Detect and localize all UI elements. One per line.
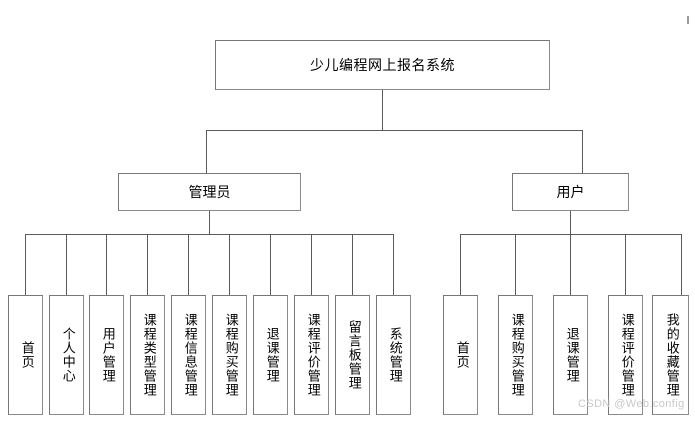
leaf-admin-1[interactable]: 个人中心 — [49, 295, 84, 415]
connector-admin-leaf-0 — [25, 234, 26, 295]
leaf-admin-3[interactable]: 课程类型管理 — [130, 295, 165, 415]
connector-user-leaf-4 — [681, 234, 682, 295]
leaf-admin-4-label: 课程信息管理 — [181, 313, 197, 397]
leaf-admin-0[interactable]: 首页 — [8, 295, 43, 415]
node-administrator-label: 管理员 — [188, 185, 231, 201]
leaf-admin-5-label: 课程购买管理 — [222, 313, 238, 397]
leaf-user-2-label: 退课管理 — [563, 327, 579, 383]
leaf-user-2[interactable]: 退课管理 — [553, 295, 588, 415]
leaf-admin-9-label: 系统管理 — [386, 327, 402, 383]
connector-admin-leaf-9 — [393, 234, 394, 295]
connector-admin-leaf-2 — [106, 234, 107, 295]
connector-level2-bus — [206, 130, 583, 131]
connector-admin-leaf-3 — [147, 234, 148, 295]
connector-user-leaf-2 — [570, 234, 571, 295]
connector-user-stem — [570, 211, 571, 234]
leaf-admin-2-label: 用户管理 — [99, 327, 115, 383]
corner-mark — [687, 16, 689, 24]
leaf-user-3-label: 课程评价管理 — [618, 313, 634, 397]
leaf-user-1[interactable]: 课程购买管理 — [498, 295, 533, 415]
connector-admin-stem — [209, 211, 210, 234]
connector-admin-leaf-4 — [188, 234, 189, 295]
leaf-user-4[interactable]: 我的收藏管理 — [652, 295, 689, 415]
leaf-user-0[interactable]: 首页 — [443, 295, 478, 415]
connector-user-leaf-1 — [515, 234, 516, 295]
leaf-user-0-label: 首页 — [453, 341, 469, 369]
connector-level2-drop-user — [582, 130, 583, 173]
connector-admin-leaf-7 — [311, 234, 312, 295]
connector-admin-leaf-5 — [229, 234, 230, 295]
leaf-user-4-label: 我的收藏管理 — [663, 313, 679, 397]
leaf-admin-3-label: 课程类型管理 — [140, 313, 156, 397]
connector-user-leaf-3 — [625, 234, 626, 295]
connector-level2-drop-admin — [206, 130, 207, 173]
connector-root-stem — [382, 90, 383, 131]
leaf-admin-4[interactable]: 课程信息管理 — [171, 295, 206, 415]
connector-admin-leaf-8 — [352, 234, 353, 295]
leaf-admin-6-label: 退课管理 — [263, 327, 279, 383]
leaf-admin-0-label: 首页 — [18, 341, 34, 369]
root-node-label: 少儿编程网上报名系统 — [310, 58, 455, 74]
leaf-user-1-label: 课程购买管理 — [508, 313, 524, 397]
connector-admin-bus — [25, 234, 393, 235]
leaf-admin-1-label: 个人中心 — [59, 327, 75, 383]
leaf-admin-9[interactable]: 系统管理 — [376, 295, 411, 415]
leaf-admin-8[interactable]: 留言板管理 — [335, 295, 370, 415]
node-administrator[interactable]: 管理员 — [118, 173, 301, 211]
connector-user-leaf-0 — [460, 234, 461, 295]
leaf-admin-2[interactable]: 用户管理 — [89, 295, 124, 415]
connector-admin-leaf-1 — [66, 234, 67, 295]
leaf-admin-8-label: 留言板管理 — [345, 320, 361, 390]
connector-admin-leaf-6 — [270, 234, 271, 295]
node-user[interactable]: 用户 — [512, 173, 629, 211]
node-user-label: 用户 — [556, 185, 585, 201]
leaf-admin-7-label: 课程评价管理 — [304, 313, 320, 397]
root-node-system-title[interactable]: 少儿编程网上报名系统 — [215, 40, 550, 90]
leaf-admin-5[interactable]: 课程购买管理 — [212, 295, 247, 415]
leaf-admin-6[interactable]: 退课管理 — [253, 295, 288, 415]
watermark-text: CSDN @Web.config — [578, 398, 685, 410]
leaf-admin-7[interactable]: 课程评价管理 — [294, 295, 329, 415]
leaf-user-3[interactable]: 课程评价管理 — [608, 295, 643, 415]
